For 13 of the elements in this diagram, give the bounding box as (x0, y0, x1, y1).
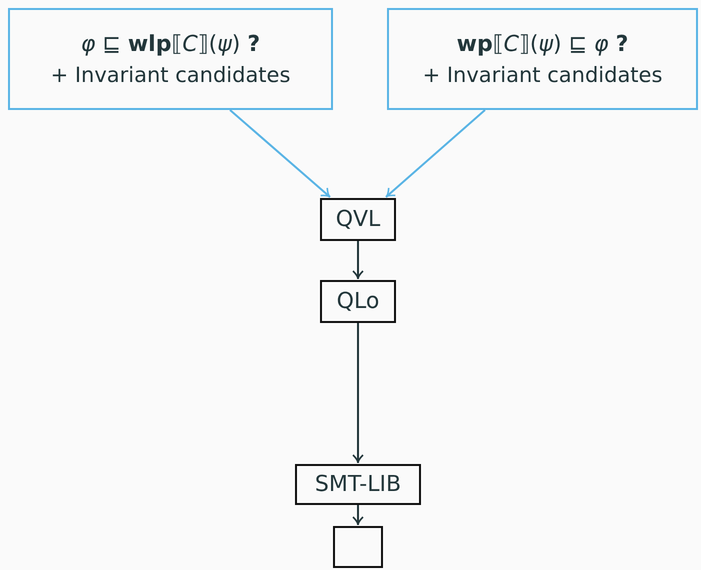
box-label: SMT-LIB (314, 472, 402, 497)
process-box (295, 464, 421, 505)
query-box (387, 8, 698, 110)
query-box (8, 8, 333, 110)
formula-text: φ ⊑ wlp⟦C⟧(ψ) ? (80, 32, 260, 56)
box-label: QLo (336, 289, 380, 314)
process-box (320, 280, 396, 323)
process-box (320, 198, 396, 241)
note-text: + Invariant candidates (50, 62, 290, 86)
note-text: + Invariant candidates (422, 62, 662, 86)
formula-text: wp⟦C⟧(ψ) ⊑ φ ? (456, 32, 628, 56)
box-label: QVL (336, 207, 380, 232)
empty-box (333, 526, 383, 568)
